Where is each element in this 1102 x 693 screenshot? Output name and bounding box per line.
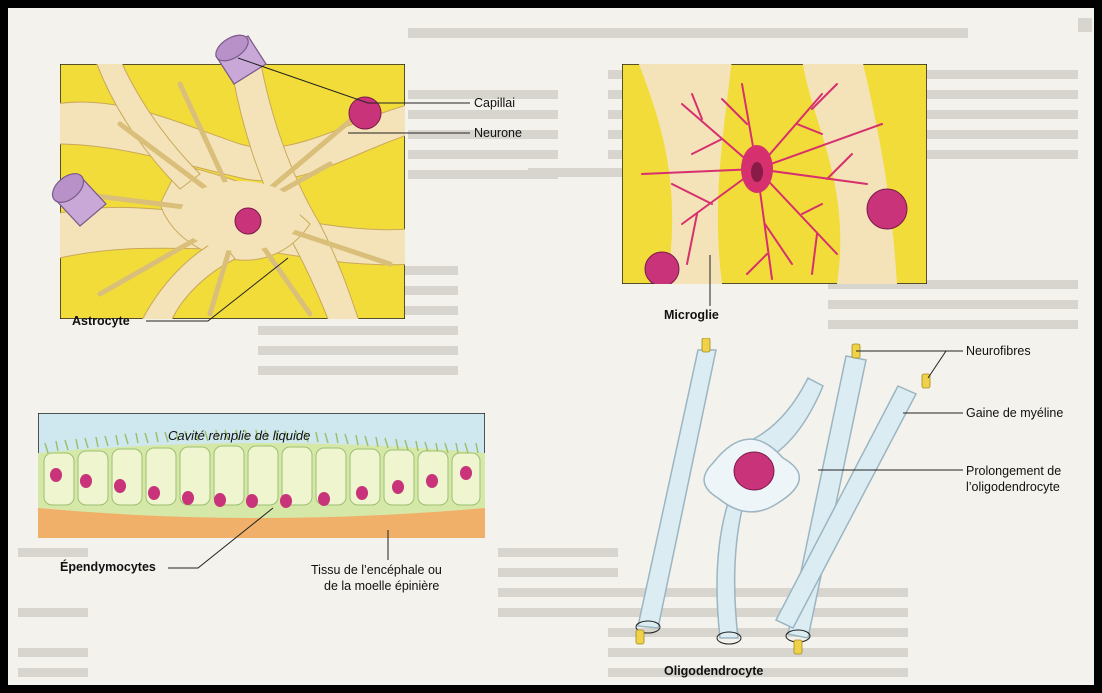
label-cavite: Cavité remplie de liquide: [168, 428, 310, 443]
label-microglie: Microglie: [664, 308, 719, 323]
label-prolongement-1: Prolongement de: [966, 464, 1061, 479]
label-ependymocytes: Épendymocytes: [60, 560, 156, 575]
label-neurofibres: Neurofibres: [966, 344, 1031, 359]
label-oligodendrocyte: Oligodendrocyte: [664, 664, 763, 679]
figure-frame: Capillai Neurone Astrocyte Microglie Cav…: [8, 8, 1094, 685]
label-tissu-2: de la moelle épinière: [324, 579, 439, 594]
label-tissu-1: Tissu de l’encéphale ou: [311, 563, 442, 578]
label-capillai: Capillai: [474, 96, 515, 111]
label-astrocyte: Astrocyte: [72, 314, 130, 329]
label-prolongement-2: l’oligodendrocyte: [966, 480, 1060, 495]
leader-lines: [8, 8, 1094, 685]
label-neurone: Neurone: [474, 126, 522, 141]
label-gaine-myeline: Gaine de myéline: [966, 406, 1063, 421]
